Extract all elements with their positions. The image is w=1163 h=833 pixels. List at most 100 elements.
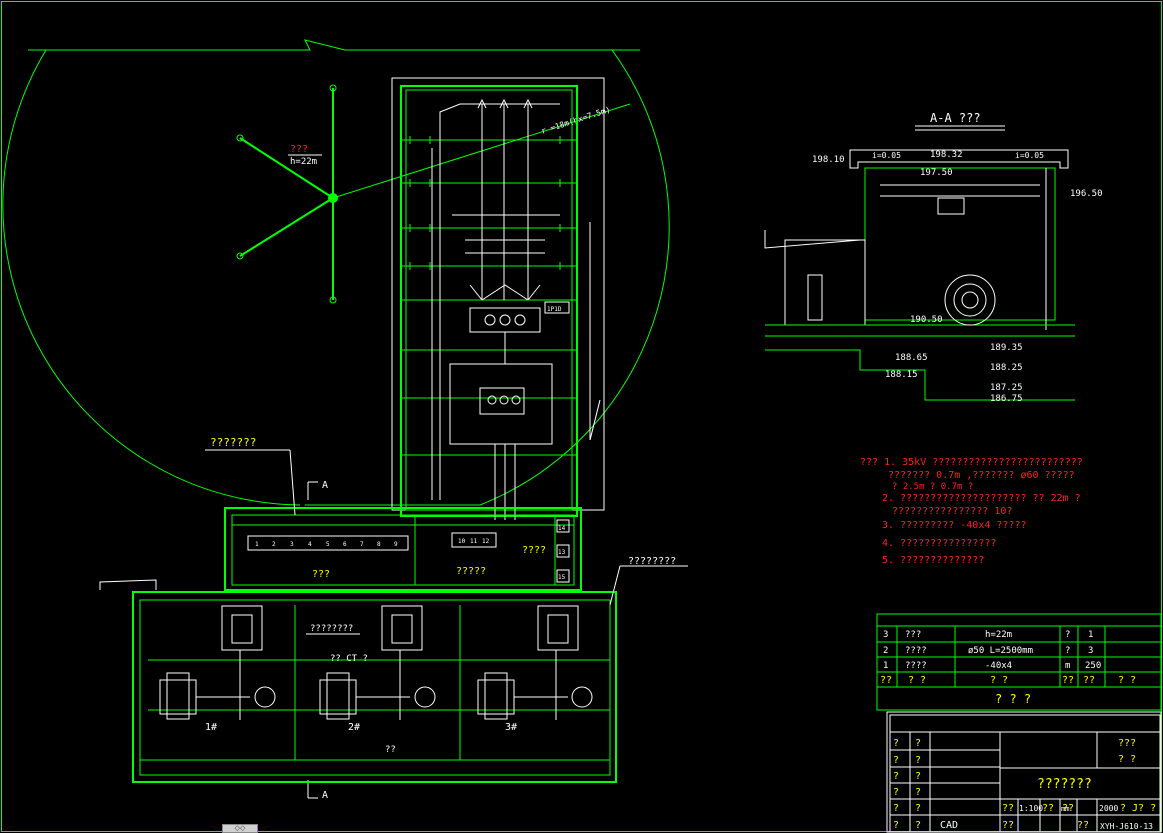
svg-text:??: ??	[1002, 803, 1014, 814]
svg-text:11: 11	[470, 538, 478, 545]
svg-text:? 2.5m ? 0.7m ?: ? 2.5m ? 0.7m ?	[892, 482, 973, 492]
ct-label: ?? CT ?	[330, 654, 368, 664]
cabinet-row: 1 2 3 4 5 6 7 8 9 10 11 12 14 13 15	[255, 525, 566, 581]
svg-text:? ?: ? ?	[1118, 675, 1136, 686]
svg-text:7: 7	[360, 541, 364, 548]
svg-text:? ?: ? ?	[908, 675, 926, 686]
svg-text:ø50 L=2500mm: ø50 L=2500mm	[968, 646, 1033, 656]
right-label: ????????	[628, 556, 676, 567]
svg-text:5: 5	[326, 541, 330, 548]
svg-text:1: 1	[883, 661, 888, 671]
svg-text:?: ?	[893, 803, 899, 814]
layout-tab-scroll[interactable]: ◇◇	[222, 824, 258, 833]
svg-text:3: 3	[883, 630, 888, 640]
svg-text:??: ??	[880, 675, 892, 686]
svg-text:??: ??	[1062, 803, 1074, 814]
svg-text:?: ?	[915, 771, 921, 782]
svg-text:198.32: 198.32	[930, 150, 963, 160]
svg-text:1: 1	[1088, 630, 1093, 640]
svg-text:??: ??	[1042, 803, 1054, 814]
switchyard-plan: 1P1D	[391, 77, 605, 520]
svg-text:9: 9	[394, 541, 398, 548]
svg-text:???: ???	[905, 630, 921, 640]
svg-text:189.35: 189.35	[990, 343, 1023, 353]
svg-text:196.50: 196.50	[1070, 189, 1103, 199]
svg-text:XYH-J610-13: XYH-J610-13	[1100, 822, 1153, 831]
svg-text:188.65: 188.65	[895, 353, 928, 363]
room3-label: ????	[522, 545, 546, 556]
svg-text:187.25: 187.25	[990, 383, 1023, 393]
svg-text:i=0.05: i=0.05	[1015, 151, 1044, 160]
svg-text:190.50: 190.50	[910, 315, 943, 325]
svg-text:?: ?	[915, 755, 921, 766]
svg-text:2. ????????????????????? ?: 2. ????????????????????? ?? 22m ?	[882, 493, 1081, 504]
svg-text:? ? ?: ? ? ?	[995, 692, 1031, 706]
svg-text:14: 14	[558, 525, 566, 532]
radius-label: r =18m(hx=7.5m)	[540, 105, 611, 136]
room4-label: ????????	[310, 624, 353, 634]
svg-text:????: ????	[905, 646, 927, 656]
svg-text:? ?: ? ?	[1118, 754, 1136, 765]
control-building: ??????? ??? ????? ???? 1 2 3 4 5 6 7 8 9…	[205, 436, 582, 591]
svg-text:4: 4	[308, 541, 312, 548]
svg-text:198.10: 198.10	[812, 155, 845, 165]
title-block: ? ? ? ? ? ? ? ? ? ? ? ? ??? ? ? ??????? …	[886, 711, 1162, 833]
svg-text:10: 10	[458, 538, 466, 545]
svg-text:?: ?	[915, 787, 921, 798]
svg-text:8: 8	[377, 541, 381, 548]
protection-zone: r =18m(hx=7.5m)	[2, 39, 670, 506]
svg-text:250: 250	[1085, 661, 1101, 671]
svg-text:m: m	[1065, 661, 1070, 671]
svg-text:12: 12	[482, 538, 490, 545]
svg-text:1: 1	[255, 541, 259, 548]
generator-hall: ???????? ?? CT ? ?? ???????? 1# 2#	[99, 556, 688, 783]
elevation-labels: 198.10 198.32 197.50 196.50 190.50 189.3…	[812, 150, 1103, 404]
svg-text:?: ?	[915, 803, 921, 814]
tag-label: 1P1D	[547, 306, 562, 313]
svg-text:6: 6	[343, 541, 347, 548]
unit-1: 1#	[159, 605, 276, 733]
svg-text:???????????????? 10?: ???????????????? 10?	[892, 506, 1012, 517]
svg-text:3: 3	[290, 541, 294, 548]
svg-text:3: 3	[1088, 646, 1093, 656]
svg-text:A: A	[322, 480, 328, 491]
svg-text:A: A	[322, 790, 328, 801]
svg-text:?: ?	[915, 738, 921, 749]
svg-text:?: ?	[893, 755, 899, 766]
svg-text:1:100: 1:100	[1019, 804, 1043, 813]
svg-text:???????: ???????	[1037, 777, 1092, 792]
svg-text:-40x4: -40x4	[985, 661, 1012, 671]
svg-text:??? 1. 35kV ??????????????????: ??? 1. 35kV ?????????????????????????	[860, 457, 1083, 468]
svg-text:mm: mm	[1061, 805, 1069, 813]
room1-label: ???	[312, 569, 330, 580]
svg-text:??: ??	[1083, 675, 1095, 686]
svg-text:h=22m: h=22m	[985, 630, 1012, 640]
svg-text:?: ?	[893, 820, 899, 831]
materials-table: 3 ??? h=22m ? 1 2 ???? ø50 L=2500mm ? 3 …	[876, 613, 1162, 711]
svg-text:??: ??	[1077, 820, 1089, 831]
svg-text:?: ?	[893, 787, 899, 798]
svg-text:186.75: 186.75	[990, 394, 1023, 404]
svg-text:?: ?	[1065, 646, 1070, 656]
svg-text:2: 2	[272, 541, 276, 548]
svg-text:??: ??	[1062, 675, 1074, 686]
svg-text:? J? ?: ? J? ?	[1120, 803, 1156, 814]
mast-label: ???	[290, 144, 308, 155]
section-mark-bottom: A	[307, 780, 328, 801]
svg-text:??: ??	[1002, 820, 1014, 831]
bottom-label: ??	[385, 745, 396, 755]
svg-text:?: ?	[915, 820, 921, 831]
svg-text:5. ??????????????: 5. ??????????????	[882, 555, 984, 566]
svg-text:? ?: ? ?	[990, 675, 1008, 686]
section-aa: A-A ??? 198.10 198.32 197.50 196.50 190.…	[764, 111, 1103, 404]
svg-text:3#: 3#	[505, 722, 517, 733]
ground-label: ???????	[210, 436, 256, 449]
section-title: A-A ???	[930, 111, 981, 125]
svg-text:2#: 2#	[348, 722, 360, 733]
notes: ??? 1. 35kV ????????????????????????? ??…	[860, 457, 1083, 566]
svg-text:13: 13	[558, 549, 566, 556]
svg-text:2: 2	[883, 646, 888, 656]
svg-text:1#: 1#	[205, 722, 217, 733]
svg-text:197.50: 197.50	[920, 168, 953, 178]
